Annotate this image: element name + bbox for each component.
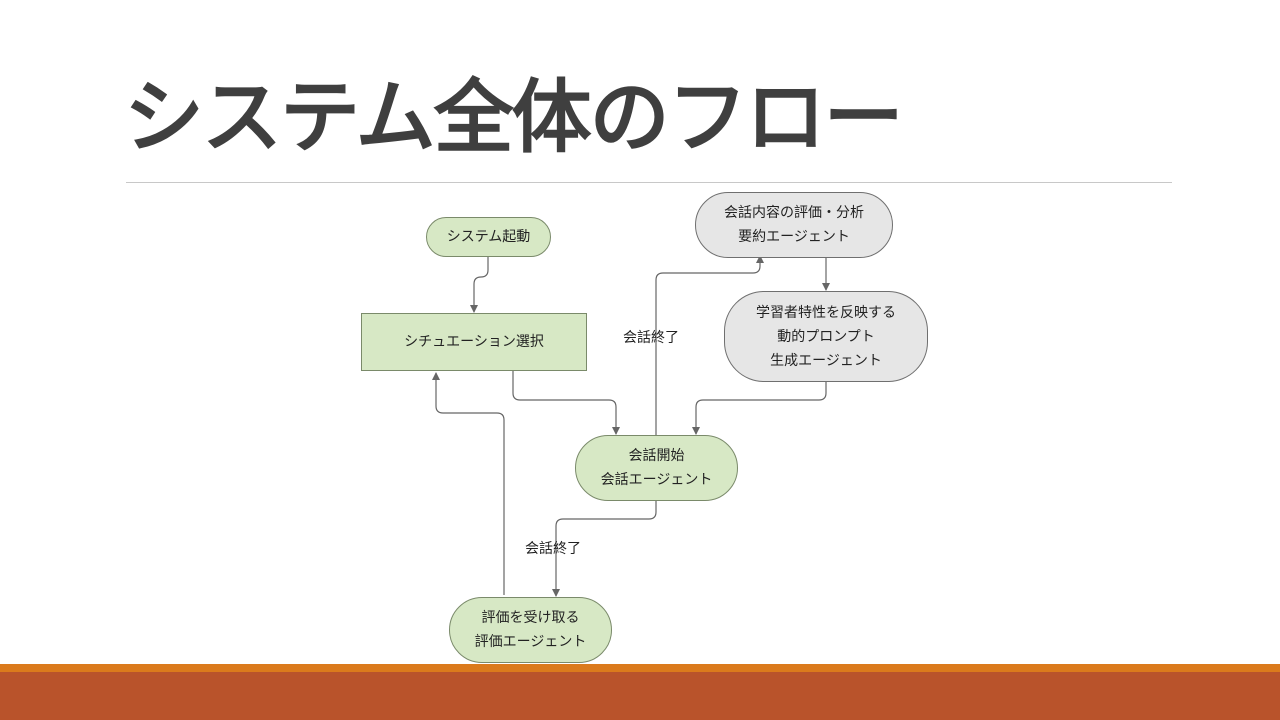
edge-start-to-situation xyxy=(470,256,489,313)
edge-label-conversation-end-lower: 会話終了 xyxy=(525,541,581,557)
node-label-line1: 学習者特性を反映する xyxy=(756,304,896,321)
node-prompt-agent: 学習者特性を反映する 動的プロンプト 生成エージェント xyxy=(724,291,928,382)
node-label-line1: 評価を受け取る xyxy=(481,610,580,626)
node-label-line2: 要約エージェント xyxy=(738,229,850,245)
node-label-line2: 動的プロンプト xyxy=(777,328,875,345)
edge-prompt-to-conversation xyxy=(692,382,827,435)
edge-evaluation-to-situation xyxy=(432,372,505,595)
node-label-line1: 会話開始 xyxy=(628,448,685,464)
node-label-line2: 評価エージェント xyxy=(474,634,587,650)
node-label-line1: 会話内容の評価・分析 xyxy=(724,205,864,221)
node-label-line2: 会話エージェント xyxy=(600,472,713,488)
edge-situation-to-conversation xyxy=(512,371,620,435)
edge-conversation-to-summary xyxy=(655,255,764,436)
node-system-start: システム起動 xyxy=(426,217,551,257)
node-conversation-agent: 会話開始 会話エージェント xyxy=(575,435,738,501)
node-evaluation-agent: 評価を受け取る 評価エージェント xyxy=(449,597,612,663)
node-label: シチュエーション選択 xyxy=(404,334,544,350)
node-label: システム起動 xyxy=(446,229,531,245)
footer-band xyxy=(0,672,1280,720)
title-divider xyxy=(126,182,1172,183)
slide-title: システム全体のフロー xyxy=(124,71,904,164)
edge-conversation-to-evaluation xyxy=(552,501,657,597)
edge-label-conversation-end-upper: 会話終了 xyxy=(623,330,679,346)
node-label-line3: 生成エージェント xyxy=(770,352,882,369)
node-situation-select: シチュエーション選択 xyxy=(361,313,587,371)
footer-accent-stripe xyxy=(0,664,1280,672)
node-summary-agent: 会話内容の評価・分析 要約エージェント xyxy=(695,192,893,258)
